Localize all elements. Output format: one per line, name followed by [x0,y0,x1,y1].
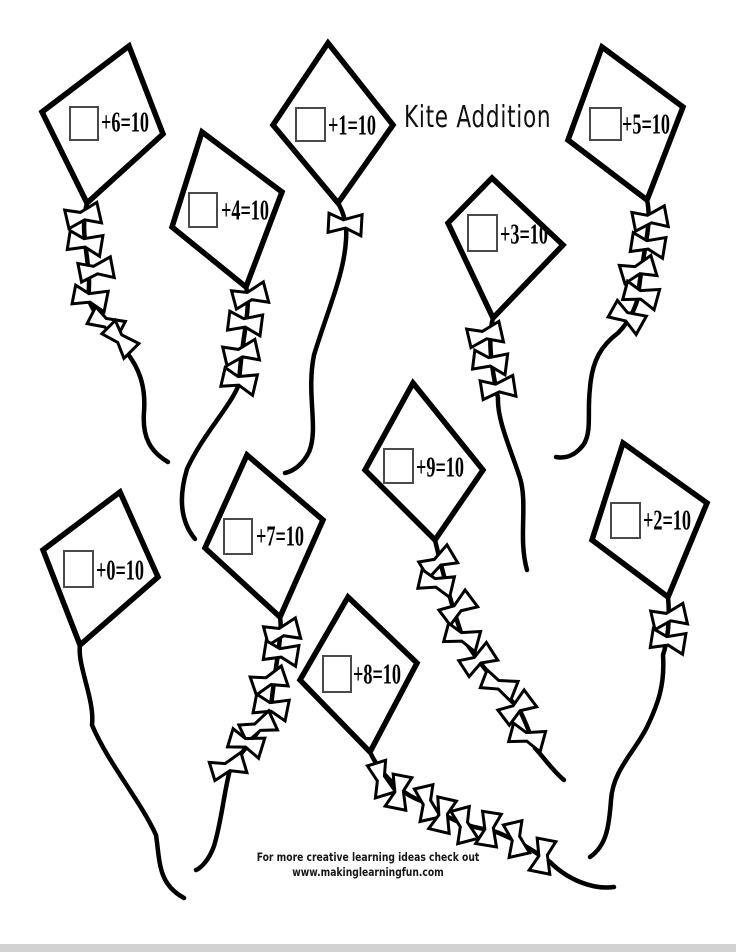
kite-equation: +9=10 [416,453,464,484]
tail-bow-icon [620,278,662,313]
kite-1: +1=10 [269,38,397,208]
tail-bow-icon [426,794,459,836]
tail-bow-icon [473,809,504,849]
kite-body [444,174,567,323]
answer-box [69,106,99,141]
kite-equation: +0=10 [96,556,144,587]
tail-bow-icon [506,720,548,755]
kite-4: +4=10 [168,127,286,292]
tail-bow-icon [448,804,481,846]
scan-artifact-strip [0,944,736,952]
kite-equation: +4=10 [221,196,269,227]
answer-box [467,214,498,252]
tail-bow-icon [628,230,668,261]
kite-0: +0=10 [39,487,162,650]
kite-tail-0 [77,642,187,901]
kite-tail-3 [464,315,530,573]
kite-body [588,438,711,602]
kite-tail-6 [62,200,171,465]
answer-box [322,655,352,693]
kite-equation: +8=10 [353,660,401,691]
tail-string [282,200,349,476]
kite-tail-7 [193,614,303,873]
tail-bow-icon [70,282,111,315]
tail-string [77,642,187,901]
kite-tail-4 [179,279,271,542]
answer-box [610,502,641,539]
kite-7: +7=10 [201,450,327,622]
tail-bow-icon [261,638,301,669]
tail-bow-icon [464,319,506,350]
worksheet-title: Kite Addition [404,100,552,135]
kite-equation: +1=10 [328,111,376,142]
footer-credit: For more creative learning ideas check o… [208,850,528,880]
kite-tail-8 [365,749,617,890]
tail-bow-icon [412,782,443,824]
answer-box [63,550,94,588]
kite-body [361,378,487,545]
kite-equation: +3=10 [500,220,548,251]
tail-bow-icon [220,337,262,368]
kite-body [39,487,162,650]
tail-bow-icon [617,253,660,286]
kite-body [269,38,397,208]
answer-box [188,192,218,228]
kite-equation: +6=10 [101,108,149,139]
kite-body [38,41,167,208]
kite-8: +8=10 [296,592,421,757]
kite-tail-1 [282,200,364,476]
kite-equation: +2=10 [643,506,691,537]
tail-bow-icon [415,567,457,600]
kite-9: +9=10 [361,378,487,545]
tail-bow-icon [62,200,104,231]
tail-bow-icon [229,279,271,312]
tail-bow-icon [248,663,291,698]
tail-bow-icon [225,726,267,761]
kite-3: +3=10 [444,174,567,323]
tail-bow-icon [218,365,260,398]
kite-equation: +5=10 [622,110,670,141]
tail-bow-icon [456,639,501,680]
footer-text: For more creative learning ideas check o… [256,850,480,864]
tail-bow-icon [207,750,250,783]
kite-6: +6=10 [38,41,167,208]
tail-bow-icon [648,626,688,657]
kite-tail-2 [587,594,690,860]
kite-2: +2=10 [588,438,711,602]
tail-bow-icon [326,210,364,239]
tail-bow-icon [630,203,671,234]
kite-tail-9 [415,537,567,783]
kite-body [564,42,687,205]
tail-bow-icon [470,347,510,378]
footer-url: www.makinglearningfun.com [292,864,444,879]
answer-box [223,518,253,555]
tail-bow-icon [225,308,265,339]
tail-bow-icon [441,620,483,655]
answer-box [383,448,414,484]
tail-bow-icon [251,691,292,724]
kite-body [201,450,327,622]
tail-bow-icon [478,373,518,402]
tail-bow-icon [605,297,649,338]
tail-bow-icon [495,687,540,728]
kite-tail-5 [553,197,671,460]
kite-body [296,592,421,757]
tail-bow-icon [65,228,105,259]
tail-bow-icon [365,758,398,801]
tail-bow-icon [478,667,521,704]
kite-5: +5=10 [564,42,687,205]
tail-bow-icon [382,772,415,813]
kite-equation: +7=10 [256,522,304,553]
tail-bow-icon [99,317,142,361]
answer-box [295,107,326,142]
tail-bow-icon [526,836,559,877]
tail-bow-icon [501,818,532,860]
tail-bow-icon [76,254,117,285]
kite-body [168,127,286,292]
answer-box [589,107,622,141]
